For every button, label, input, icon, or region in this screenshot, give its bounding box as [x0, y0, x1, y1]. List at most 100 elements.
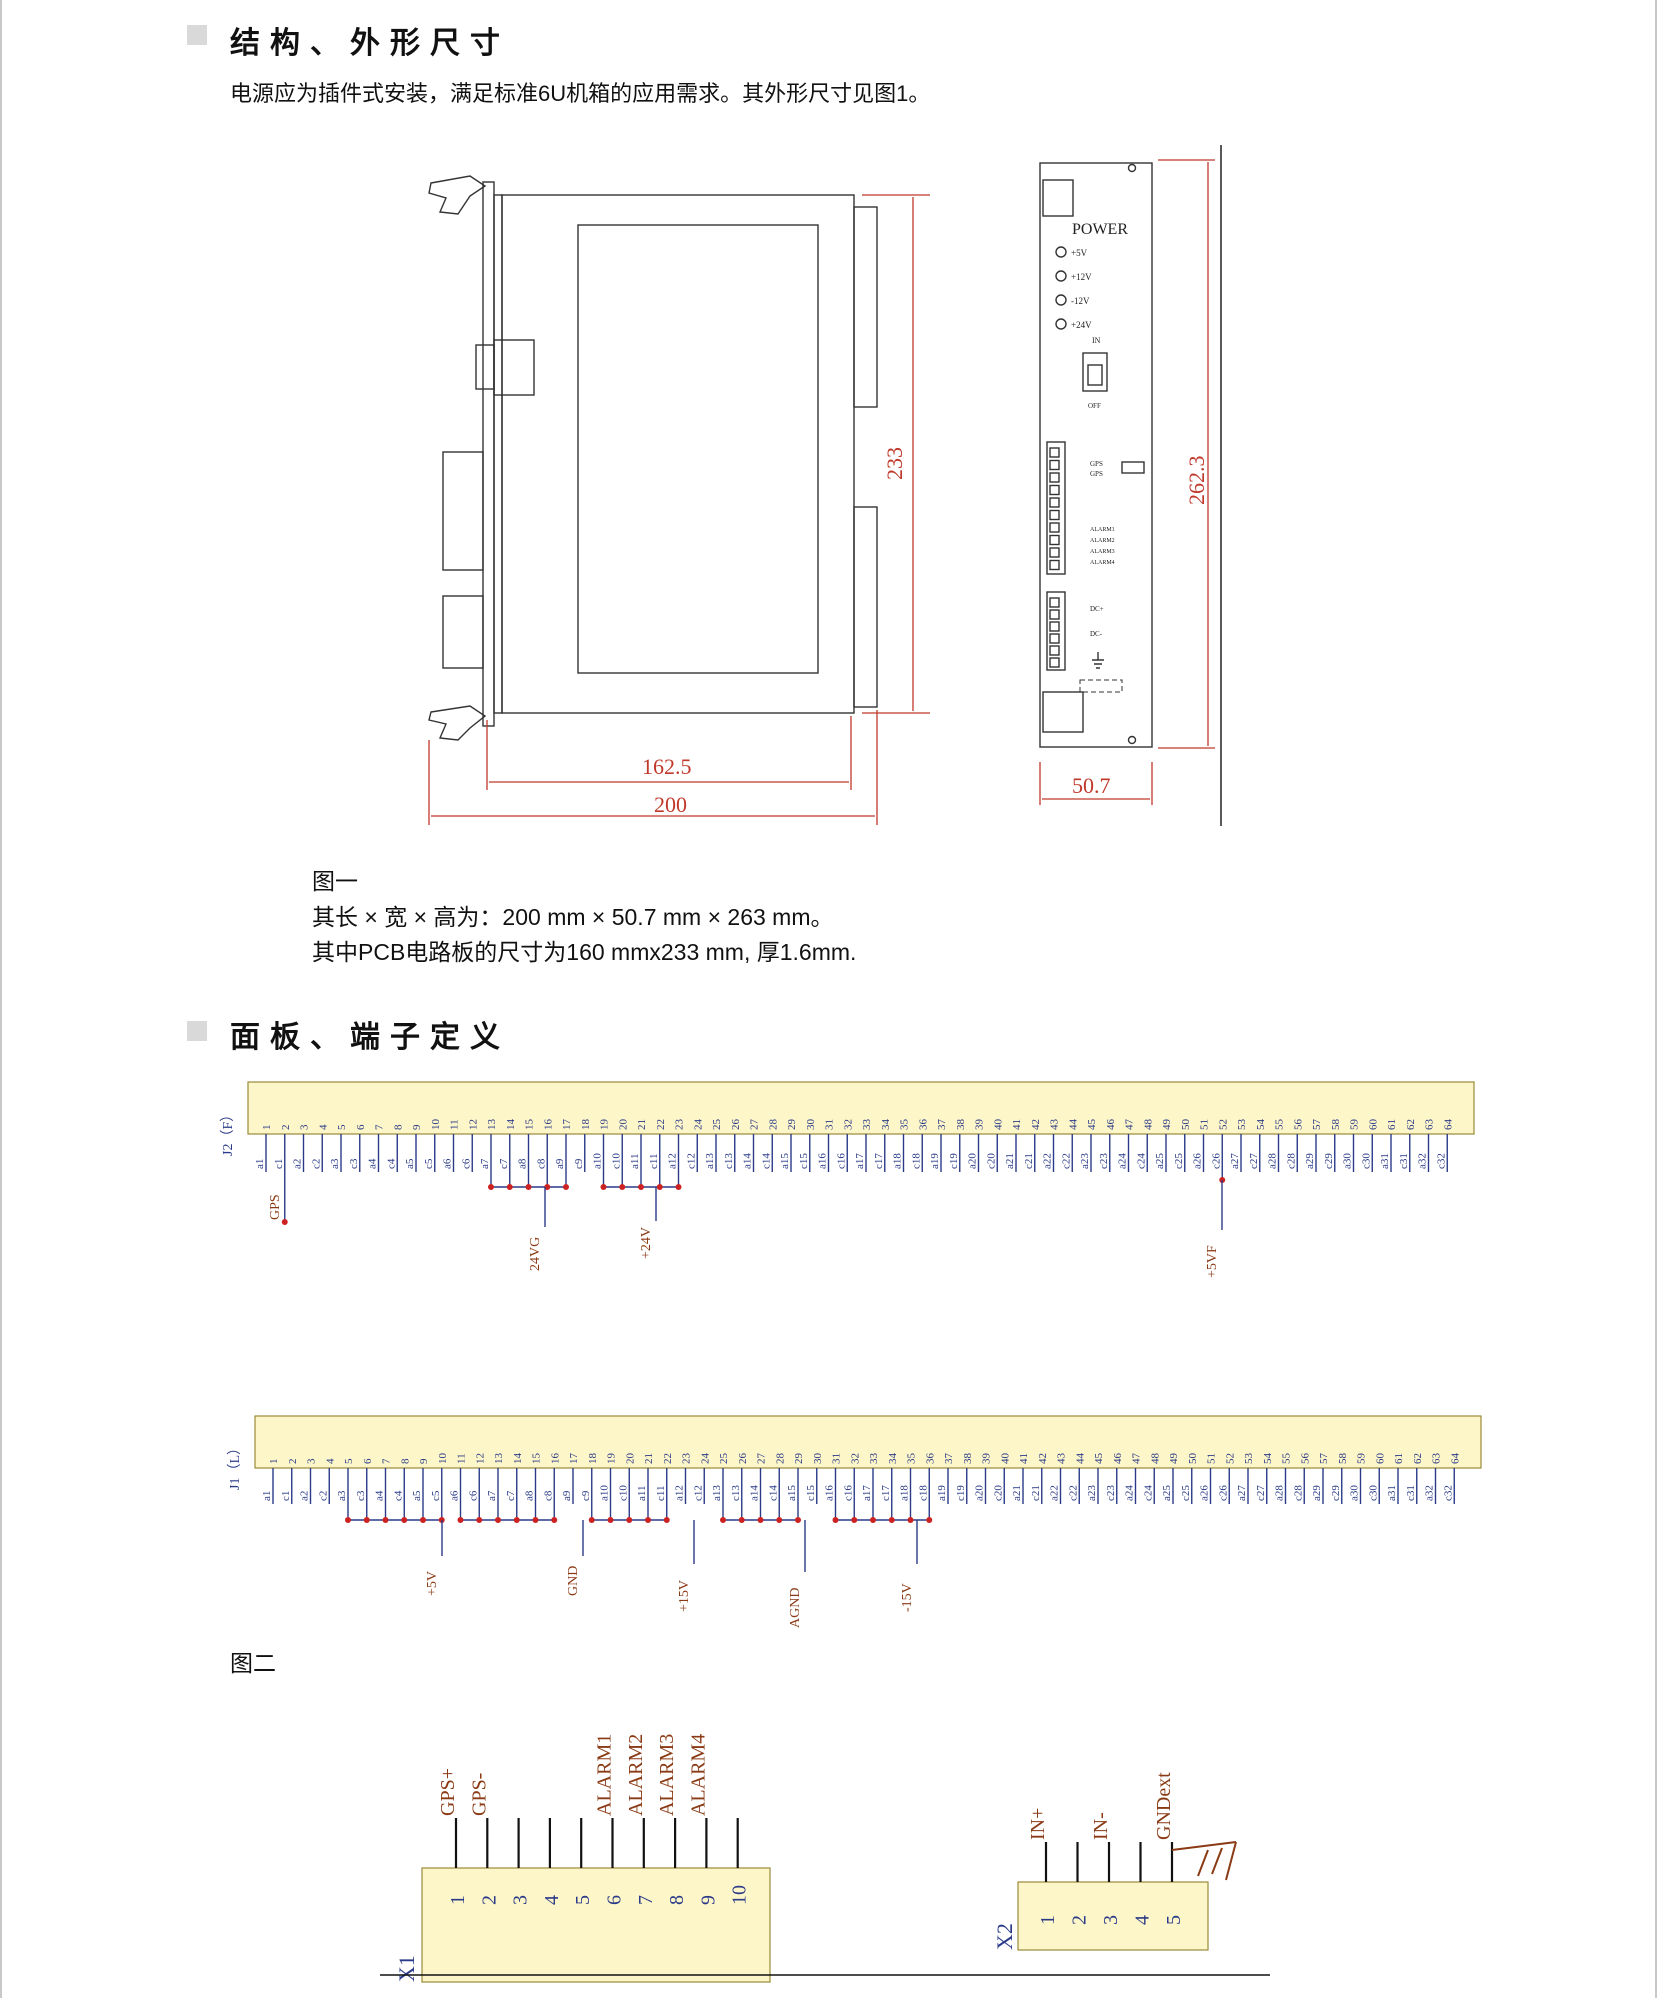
j1-pin-a-label: a32: [1424, 1485, 1436, 1501]
j2-pin-number: 47: [1124, 1119, 1136, 1131]
j2-junction-dot: [675, 1184, 682, 1190]
j1-pin-c-label: c5: [430, 1490, 442, 1501]
power-switch-rocker: [1087, 364, 1103, 386]
j2-pin-number: 17: [561, 1119, 573, 1131]
j1-pin-number: 29: [793, 1453, 805, 1465]
j1-pin-number: 53: [1243, 1453, 1255, 1465]
j1-pin-a-label: a29: [1311, 1485, 1323, 1501]
j2-pin-number: 39: [974, 1119, 986, 1131]
x2-pin-number: 2: [1069, 1915, 1091, 1925]
j1-pin-number: 42: [1037, 1453, 1049, 1464]
dc-terminal-side: [442, 595, 484, 669]
j1-signal-label: +5V: [425, 1571, 440, 1596]
j2-pin-number: 29: [786, 1119, 798, 1131]
j1-pin-number: 62: [1412, 1453, 1424, 1464]
j1-pin-number: 36: [924, 1453, 936, 1465]
j1-signal-label: GND: [566, 1566, 581, 1596]
j1-pin-number: 9: [418, 1458, 430, 1464]
j2-pin-number: 40: [992, 1119, 1004, 1131]
j2-pin-c-label: c18: [910, 1153, 922, 1169]
dc-minus-label: DC-: [1090, 630, 1103, 638]
x1-pin-number: 7: [635, 1895, 657, 1905]
terminal-block-side: [442, 451, 484, 571]
j2-pin-number: 10: [430, 1119, 442, 1131]
switch-off-label: OFF: [1088, 402, 1101, 410]
led-indicator: [1055, 270, 1067, 282]
terminal-screw: [1049, 534, 1060, 546]
j1-signal-label: -15V: [900, 1583, 915, 1612]
j2-body: [247, 1081, 1475, 1135]
j2-pin-c-label: c25: [1173, 1153, 1185, 1169]
j1-pin-c-label: c2: [317, 1491, 329, 1501]
j1-pin-number: 28: [774, 1453, 786, 1465]
j1-pin-a-label: a3: [336, 1490, 348, 1501]
j1-junction-dot: [607, 1517, 614, 1523]
j1-pin-c-label: c32: [1442, 1485, 1454, 1501]
j2-pin-number: 9: [411, 1124, 423, 1130]
j1-junction-dot: [645, 1517, 651, 1523]
j2-pin-number: 43: [1049, 1119, 1061, 1131]
j2-pin-a-label: a11: [629, 1154, 641, 1169]
terminal-screw: [1049, 597, 1060, 608]
j1-pin-number: 51: [1206, 1453, 1218, 1464]
j2-pin-c-label: c15: [798, 1153, 810, 1169]
j1-pin-a-label: a6: [449, 1490, 461, 1501]
j2-pin-number: 58: [1330, 1119, 1342, 1131]
j2-pin-a-label: a17: [854, 1153, 866, 1169]
j1-body: [254, 1415, 1482, 1469]
j1-junction-dot: [345, 1517, 351, 1523]
j2-pin-number: 48: [1142, 1119, 1154, 1131]
j2-pin-number: 57: [1311, 1119, 1323, 1131]
j2-pin-c-label: c16: [835, 1153, 847, 1169]
j2-pin-a-label: a20: [967, 1153, 979, 1169]
dc-terminal-block: [1046, 591, 1066, 671]
terminal-screw: [1049, 609, 1060, 620]
j1-signal-label: +15V: [677, 1580, 692, 1612]
j2-pin-a-label: a27: [1229, 1153, 1241, 1169]
j2-pin-number: 6: [355, 1124, 367, 1130]
j1-pin-a-label: a26: [1199, 1485, 1211, 1501]
j2-pin-a-label: a16: [817, 1153, 829, 1169]
j1-signal-label: AGND: [788, 1588, 803, 1628]
j2-pin-number: 55: [1274, 1119, 1286, 1131]
j1-pin-number: 14: [512, 1453, 524, 1465]
j1-pin-a-label: a8: [524, 1490, 536, 1501]
dim-label-200: 200: [654, 792, 687, 817]
j2-pin-number: 13: [486, 1119, 498, 1131]
j1-junction-dot: [870, 1517, 876, 1523]
j1-pin-number: 18: [587, 1453, 599, 1465]
j2-pin-c-label: c23: [1098, 1153, 1110, 1169]
j2-pin-number: 2: [280, 1125, 292, 1131]
figure-2-caption: 图二: [230, 1650, 276, 1676]
j1-pin-number: 5: [343, 1458, 355, 1464]
j2-pin-c-label: c2: [310, 1159, 322, 1169]
j2-pin-number: 51: [1199, 1119, 1211, 1130]
j1-pin-a-label: a18: [899, 1485, 911, 1501]
j2-pin-c-label: c8: [535, 1158, 547, 1169]
j1-pin-number: 63: [1431, 1453, 1443, 1465]
j2-pin-number: 24: [692, 1119, 704, 1131]
j1-pin-c-label: c15: [805, 1485, 817, 1501]
j1-pin-number: 25: [718, 1453, 730, 1465]
power-switch: [1082, 352, 1108, 392]
j2-pin-c-label: c4: [385, 1158, 397, 1169]
j1-pin-number: 11: [456, 1453, 468, 1464]
section-bullet: [187, 25, 207, 45]
x1-pin-label: ALARM3: [656, 1734, 678, 1816]
j1-junction-dot: [588, 1517, 595, 1523]
j1-pin-a-label: a10: [599, 1485, 611, 1501]
j2-junction-dot: [544, 1184, 551, 1190]
j2-name: J2（F）: [220, 1108, 236, 1156]
j2-pin-c-label: c22: [1060, 1153, 1072, 1169]
gps-minus-label: GPS: [1090, 470, 1103, 478]
back-connector-j2: [853, 506, 878, 708]
x2-pin-number: 4: [1132, 1915, 1154, 1925]
terminal-screw: [1049, 522, 1060, 533]
j1-pin-number: 13: [493, 1453, 505, 1465]
terminal-screw: [1049, 459, 1060, 471]
j1-pin-number: 26: [737, 1453, 749, 1465]
terminal-screw: [1049, 472, 1060, 483]
j1-pin-a-label: a1: [261, 1491, 273, 1501]
j1-junction-dot: [663, 1517, 670, 1523]
j1-junction-dot: [382, 1517, 389, 1523]
